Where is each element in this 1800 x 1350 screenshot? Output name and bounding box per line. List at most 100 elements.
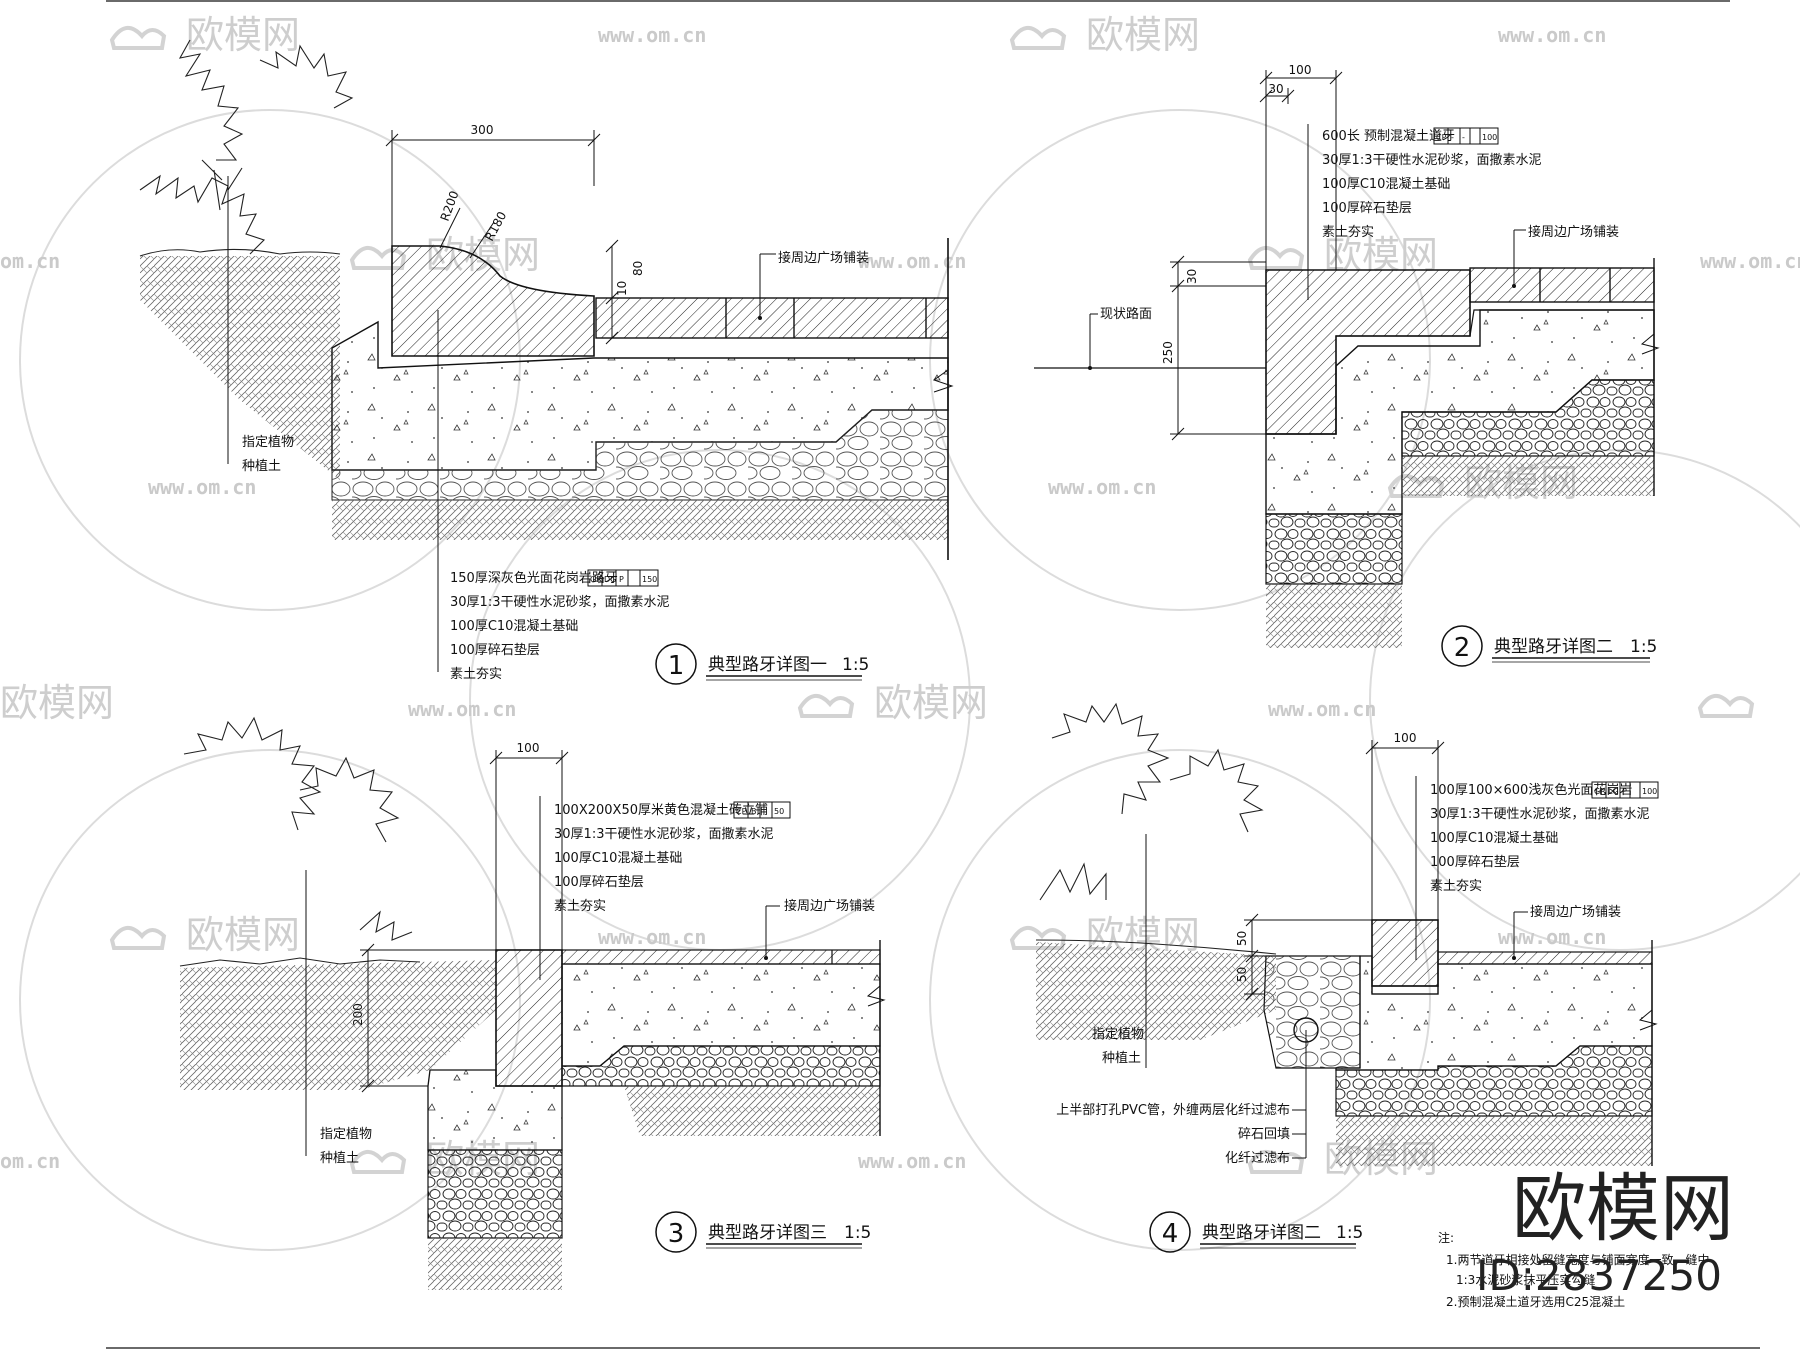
watermark-url: www.om.cn: [1700, 249, 1800, 273]
layer-list: 150厚深灰色光面花岗岩路牙 GR DG P 150 30厚1:3干硬性水泥砂浆…: [450, 569, 669, 682]
drain-label: 碎石回填: [1238, 1127, 1290, 1142]
side-label: 接周边广场铺装: [784, 898, 875, 914]
detail-title-text: 典型路牙详图三: [708, 1223, 827, 1243]
code-text: 50: [774, 807, 784, 816]
layer-item: 600长 预制混凝土道牙: [1322, 128, 1455, 144]
code-text: 100: [1642, 787, 1657, 796]
code-text: CP: [1436, 133, 1447, 142]
code-text: P: [1622, 787, 1627, 796]
dim-width: 300: [471, 123, 494, 137]
layer-item: 100厚碎石垫层: [1322, 200, 1412, 216]
code-text: B: [751, 807, 757, 816]
layer-item: 100厚C10混凝土基础: [554, 850, 682, 866]
dim-width: 100: [1289, 63, 1312, 77]
note-line: 1.两节道牙相接处留缝宽度与铺面宽度一致，缝中: [1446, 1252, 1709, 1267]
layer-item: 30厚1:3干硬性水泥砂浆，面撒素水泥: [554, 826, 773, 842]
side-label: 接周边广场铺装: [1530, 904, 1621, 920]
watermark-logo: 欧模网 ID:2837250: [1476, 1166, 1734, 1300]
code-box: CP B - 50: [733, 801, 791, 819]
code-text: 150: [642, 575, 657, 584]
watermark-url: www.om.cn: [1498, 23, 1606, 47]
detail-title: 2 典型路牙详图二 1:5: [1441, 625, 1657, 667]
notes: 注: 1.两节道牙相接处留缝宽度与铺面宽度一致，缝中 1:3水泥砂浆抹平压实勾缝…: [1438, 1230, 1709, 1309]
layer-item: 100厚C10混凝土基础: [1322, 176, 1450, 192]
code-text: -: [1451, 133, 1454, 142]
layer-item: 素土夯实: [1430, 879, 1482, 894]
watermark-url-short: om.cn: [0, 1149, 60, 1173]
layer-item: 100厚碎石垫层: [450, 642, 540, 658]
watermark-brand: 欧模网: [186, 13, 300, 57]
granite-curb: [391, 245, 595, 357]
watermark-brand: 欧模网: [0, 681, 114, 725]
code-text: 100: [1482, 133, 1497, 142]
layer-item: 素土夯实: [1322, 225, 1374, 240]
dim-h2: 80: [631, 261, 645, 276]
watermark-url: www.om.cn: [408, 697, 516, 721]
detail-4: 100 50 50 接周边广场铺装 指定植物 种植土 上半部打孔PVC管，外缠两…: [1035, 702, 1659, 1253]
layer-list: 100厚100×600浅灰色光面花岗岩 GR LG P 100 30厚1:3干硬…: [1430, 781, 1659, 894]
paving-slab: [1437, 951, 1653, 965]
code-text: DG: [604, 575, 616, 584]
road-label: 现状路面: [1100, 306, 1152, 322]
dim-h2: 250: [1161, 341, 1175, 364]
layer-item: 100X200X50厚米黄色混凝土砖立铺: [554, 802, 768, 818]
code-box: GR LG P 100: [1591, 781, 1659, 799]
detail-scale: 1:5: [1336, 1223, 1363, 1243]
layer-item: 30厚1:3干硬性水泥砂浆，面撒素水泥: [1430, 806, 1649, 822]
detail-3: 100 200 接周边广场铺装 指定植物 种植土 100X200X50厚米黄色混…: [179, 716, 886, 1290]
detail-2: 100 30 30 250 现状路面 接周边广场铺装 600长 预制混凝土道牙 …: [1034, 63, 1660, 667]
code-text: -: [1462, 133, 1465, 142]
detail-number: 1: [668, 651, 685, 681]
layer-item: 素土夯实: [554, 899, 606, 914]
dim-h1: 50: [1235, 931, 1249, 946]
code-text: GR: [1594, 787, 1606, 796]
layer-item: 100厚碎石垫层: [1430, 854, 1520, 870]
layer-list: 100X200X50厚米黄色混凝土砖立铺 CP B - 50 30厚1:3干硬性…: [554, 801, 791, 914]
plant-label: 指定植物: [1092, 1027, 1144, 1042]
dim-width: 100: [517, 741, 540, 755]
detail-scale: 1:5: [1630, 637, 1657, 657]
dim-inset: 30: [1268, 82, 1283, 96]
detail-number: 3: [668, 1219, 685, 1249]
soil-label: 种植土: [1102, 1051, 1141, 1066]
layer-item: 30厚1:3干硬性水泥砂浆，面撒素水泥: [450, 594, 669, 610]
detail-scale: 1:5: [844, 1223, 871, 1243]
soil-label: 种植土: [242, 459, 281, 474]
watermark-url: www.om.cn: [1048, 475, 1156, 499]
layer-item: 150厚深灰色光面花岗岩路牙: [450, 570, 618, 586]
layer-item: 素土夯实: [450, 667, 502, 682]
code-text: P: [619, 575, 624, 584]
watermark-url: www.om.cn: [598, 925, 706, 949]
detail-title-text: 典型路牙详图二: [1494, 637, 1613, 657]
side-label: 接周边广场铺装: [1528, 224, 1619, 240]
layer-item: 100厚碎石垫层: [554, 874, 644, 890]
dim-h: 200: [351, 1003, 365, 1026]
detail-number: 4: [1162, 1219, 1179, 1249]
detail-title-text: 典型路牙详图二: [1202, 1223, 1321, 1243]
dim-width: 100: [1394, 731, 1417, 745]
watermark-id: ID:2837250: [1476, 1251, 1722, 1300]
code-text: LG: [1608, 787, 1619, 796]
code-box: GR DG P 150: [587, 569, 659, 587]
watermark-brand: 欧模网: [186, 913, 300, 957]
detail-title: 1 典型路牙详图一 1:5: [655, 643, 869, 685]
watermark-url: www.om.cn: [858, 249, 966, 273]
drain-label: 化纤过滤布: [1225, 1151, 1290, 1166]
note-line: 1:3水泥砂浆抹平压实勾缝: [1456, 1272, 1595, 1287]
paving-slab: [1469, 267, 1655, 303]
watermark-url: www.om.cn: [858, 1149, 966, 1173]
detail-1: 300 R200 R180 10 80 接周边广场铺装 指定植物 种植土 150…: [139, 39, 954, 685]
code-box: CP - - 100: [1433, 127, 1499, 145]
code-text: GR: [590, 575, 602, 584]
detail-title: 4 典型路牙详图二 1:5: [1149, 1211, 1363, 1253]
layer-item: 30厚1:3干硬性水泥砂浆，面撒素水泥: [1322, 152, 1541, 168]
plant-silhouette: [1035, 702, 1277, 955]
layer-item: 100厚100×600浅灰色光面花岗岩: [1430, 782, 1632, 798]
paving-slab: [595, 297, 949, 339]
plant-label: 指定植物: [320, 1127, 372, 1142]
detail-title: 3 典型路牙详图三 1:5: [655, 1211, 871, 1253]
watermark-url: www.om.cn: [1268, 697, 1376, 721]
detail-number: 2: [1454, 633, 1471, 663]
watermark-brand: 欧模网: [874, 681, 988, 725]
